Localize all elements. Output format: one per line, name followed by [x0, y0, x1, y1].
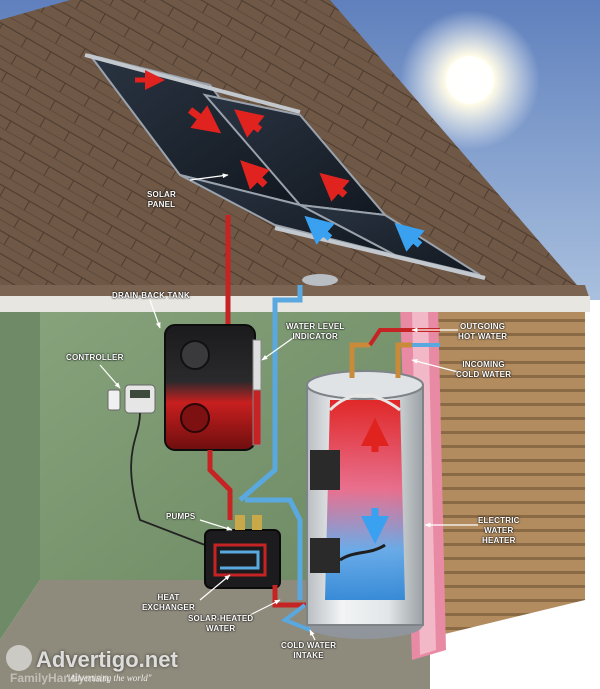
heater-water	[325, 400, 405, 600]
pump-1	[235, 515, 245, 530]
label-line: WATER	[206, 624, 236, 633]
label-line: HEAT	[157, 593, 180, 602]
outlet	[107, 389, 121, 411]
controller-box	[124, 384, 156, 414]
siding	[420, 300, 585, 640]
label-line: PANEL	[147, 200, 176, 209]
watermark-brand: Advertigo.net	[36, 647, 178, 672]
label-line: HEATER	[482, 536, 516, 545]
water-heater	[306, 328, 440, 639]
drain-back-tank	[164, 324, 256, 451]
watermark-logo-icon	[6, 645, 32, 671]
label-solar-heated-water: SOLAR-HEATED WATER	[188, 614, 253, 634]
label-drain-back-tank: DRAIN-BACK TANK	[112, 291, 190, 301]
label-line: INTAKE	[293, 651, 324, 660]
watermark: Advertigo.net FamilyHandyman "Advertisin…	[6, 645, 216, 685]
label-line: COLD WATER	[281, 641, 337, 650]
label-pumps: PUMPS	[166, 512, 195, 522]
label-line: SOLAR-HEATED	[188, 614, 254, 623]
label-cold-water-intake: COLD WATER INTAKE	[281, 641, 336, 661]
label-line: DRAIN-BACK TANK	[112, 291, 190, 300]
label-line: SOLAR	[147, 190, 176, 199]
label-water-level-indicator: WATER LEVEL INDICATOR	[286, 322, 345, 342]
label-line: HOT WATER	[458, 332, 508, 341]
label-controller: CONTROLLER	[66, 353, 124, 363]
label-line: OUTGOING	[460, 322, 506, 331]
label-solar-panel: SOLAR PANEL	[147, 190, 176, 210]
label-line: CONTROLLER	[66, 353, 124, 362]
panel-flow-arrows	[135, 70, 425, 252]
label-line: WATER LEVEL	[286, 322, 345, 331]
label-line: ELECTRIC	[478, 516, 520, 525]
label-line: INCOMING	[462, 360, 505, 369]
label-line: INDICATOR	[292, 332, 338, 341]
label-line: EXCHANGER	[142, 603, 195, 612]
label-line: PUMPS	[166, 512, 196, 521]
watermark-tagline: "Advertising the world"	[66, 673, 152, 683]
label-heat-exchanger: HEAT EXCHANGER	[142, 593, 195, 613]
pump-2	[252, 515, 262, 530]
watermark-ghost-text: FamilyHandyman	[10, 671, 110, 685]
label-line: WATER	[484, 526, 514, 535]
roof-fascia	[0, 296, 590, 312]
label-outgoing-hot-water: OUTGOING HOT WATER	[458, 322, 507, 342]
label-electric-water-heater: ELECTRIC WATER HEATER	[478, 516, 520, 546]
cold-return-pipe	[238, 285, 303, 502]
label-incoming-cold-water: INCOMING COLD WATER	[456, 360, 511, 380]
label-line: COLD WATER	[456, 370, 512, 379]
cold-water-intake-pipe	[280, 603, 311, 632]
